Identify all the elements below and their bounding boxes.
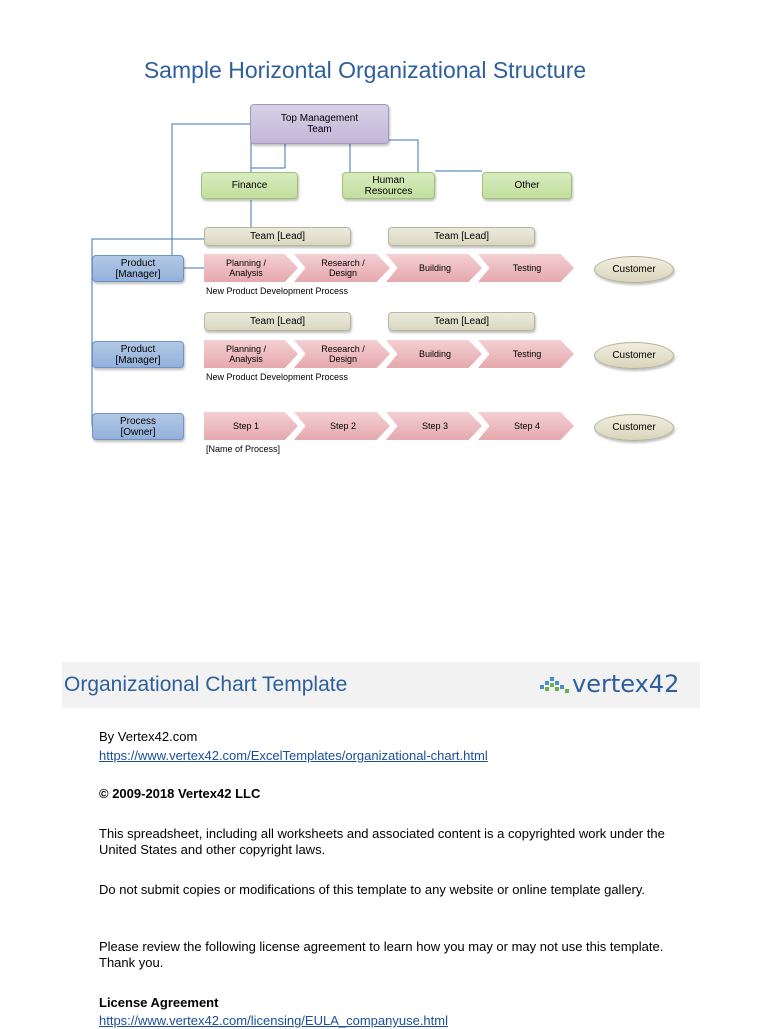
license-review-notice: Please review the following license agre…	[99, 939, 664, 970]
department-label: Human Resources	[364, 174, 413, 197]
process-step: Testing	[478, 340, 574, 368]
step-label: Building	[418, 263, 452, 273]
owner-box: Product [Manager]	[92, 341, 184, 368]
process-step: Building	[386, 340, 482, 368]
process-step: Planning / Analysis	[204, 340, 298, 368]
vertex42-logo-icon	[540, 677, 569, 693]
license-link[interactable]: https://www.vertex42.com/licensing/EULA_…	[99, 1013, 448, 1028]
customer-label: Customer	[612, 350, 656, 361]
process-step: Building	[386, 254, 482, 282]
banner-title: Organizational Chart Template	[64, 673, 348, 696]
team-lead-label: Team [Lead]	[433, 231, 490, 242]
department-other: Other	[482, 172, 572, 199]
top-management-box: Top Management Team	[250, 104, 389, 144]
process-step: Research / Design	[294, 254, 390, 282]
team-lead-label: Team [Lead]	[249, 316, 306, 327]
owner-label: Product [Manager]	[115, 343, 161, 366]
step-label: Planning / Analysis	[225, 258, 267, 278]
license-heading: License Agreement	[99, 995, 219, 1010]
team-lead-box: Team [Lead]	[388, 227, 535, 246]
owner-label: Process [Owner]	[119, 415, 157, 438]
logo-text: vertex42	[572, 670, 680, 698]
step-label: Research / Design	[321, 258, 365, 278]
step-label: Planning / Analysis	[225, 344, 267, 364]
step-label: Step 2	[329, 421, 357, 431]
submission-notice: Do not submit copies or modifications of…	[99, 882, 646, 897]
team-lead-label: Team [Lead]	[249, 231, 306, 242]
copyright: © 2009-2018 Vertex42 LLC	[99, 786, 261, 801]
customer-oval: Customer	[594, 414, 674, 441]
template-banner	[62, 662, 700, 708]
department-human-resources: Human Resources	[342, 172, 435, 199]
step-label: Building	[418, 349, 452, 359]
process-caption: [Name of Process]	[206, 444, 281, 454]
copyright-notice: This spreadsheet, including all workshee…	[99, 826, 665, 857]
department-label: Other	[514, 180, 540, 191]
department-finance: Finance	[201, 172, 298, 199]
owner-box: Process [Owner]	[92, 413, 184, 440]
customer-label: Customer	[612, 422, 656, 433]
step-label: Testing	[512, 349, 542, 359]
department-label: Finance	[231, 180, 268, 191]
process-caption: New Product Development Process	[206, 372, 349, 382]
page-title: Sample Horizontal Organizational Structu…	[143, 57, 587, 83]
process-step: Planning / Analysis	[204, 254, 298, 282]
step-label: Step 4	[513, 421, 541, 431]
team-lead-box: Team [Lead]	[204, 227, 351, 246]
step-label: Testing	[512, 263, 542, 273]
team-lead-label: Team [Lead]	[433, 316, 490, 327]
step-label: Research / Design	[321, 344, 365, 364]
org-connectors	[91, 123, 482, 426]
vertex42-logo: vertex42	[538, 670, 679, 698]
process-step: Research / Design	[294, 340, 390, 368]
template-link[interactable]: https://www.vertex42.com/ExcelTemplates/…	[99, 748, 488, 763]
process-step: Testing	[478, 254, 574, 282]
team-lead-box: Team [Lead]	[388, 312, 535, 331]
customer-oval: Customer	[594, 256, 674, 283]
top-management-label: Top Management Team	[280, 113, 359, 135]
team-lead-box: Team [Lead]	[204, 312, 351, 331]
by-line: By Vertex42.com	[99, 729, 198, 744]
owner-label: Product [Manager]	[115, 257, 161, 280]
customer-oval: Customer	[594, 342, 674, 369]
owner-box: Product [Manager]	[92, 255, 184, 282]
step-label: Step 3	[421, 421, 449, 431]
customer-label: Customer	[612, 264, 656, 275]
process-step: Step 2	[294, 412, 390, 440]
process-step: Step 1	[204, 412, 298, 440]
process-caption: New Product Development Process	[206, 286, 349, 296]
step-label: Step 1	[232, 421, 260, 431]
process-step: Step 3	[386, 412, 482, 440]
process-step: Step 4	[478, 412, 574, 440]
